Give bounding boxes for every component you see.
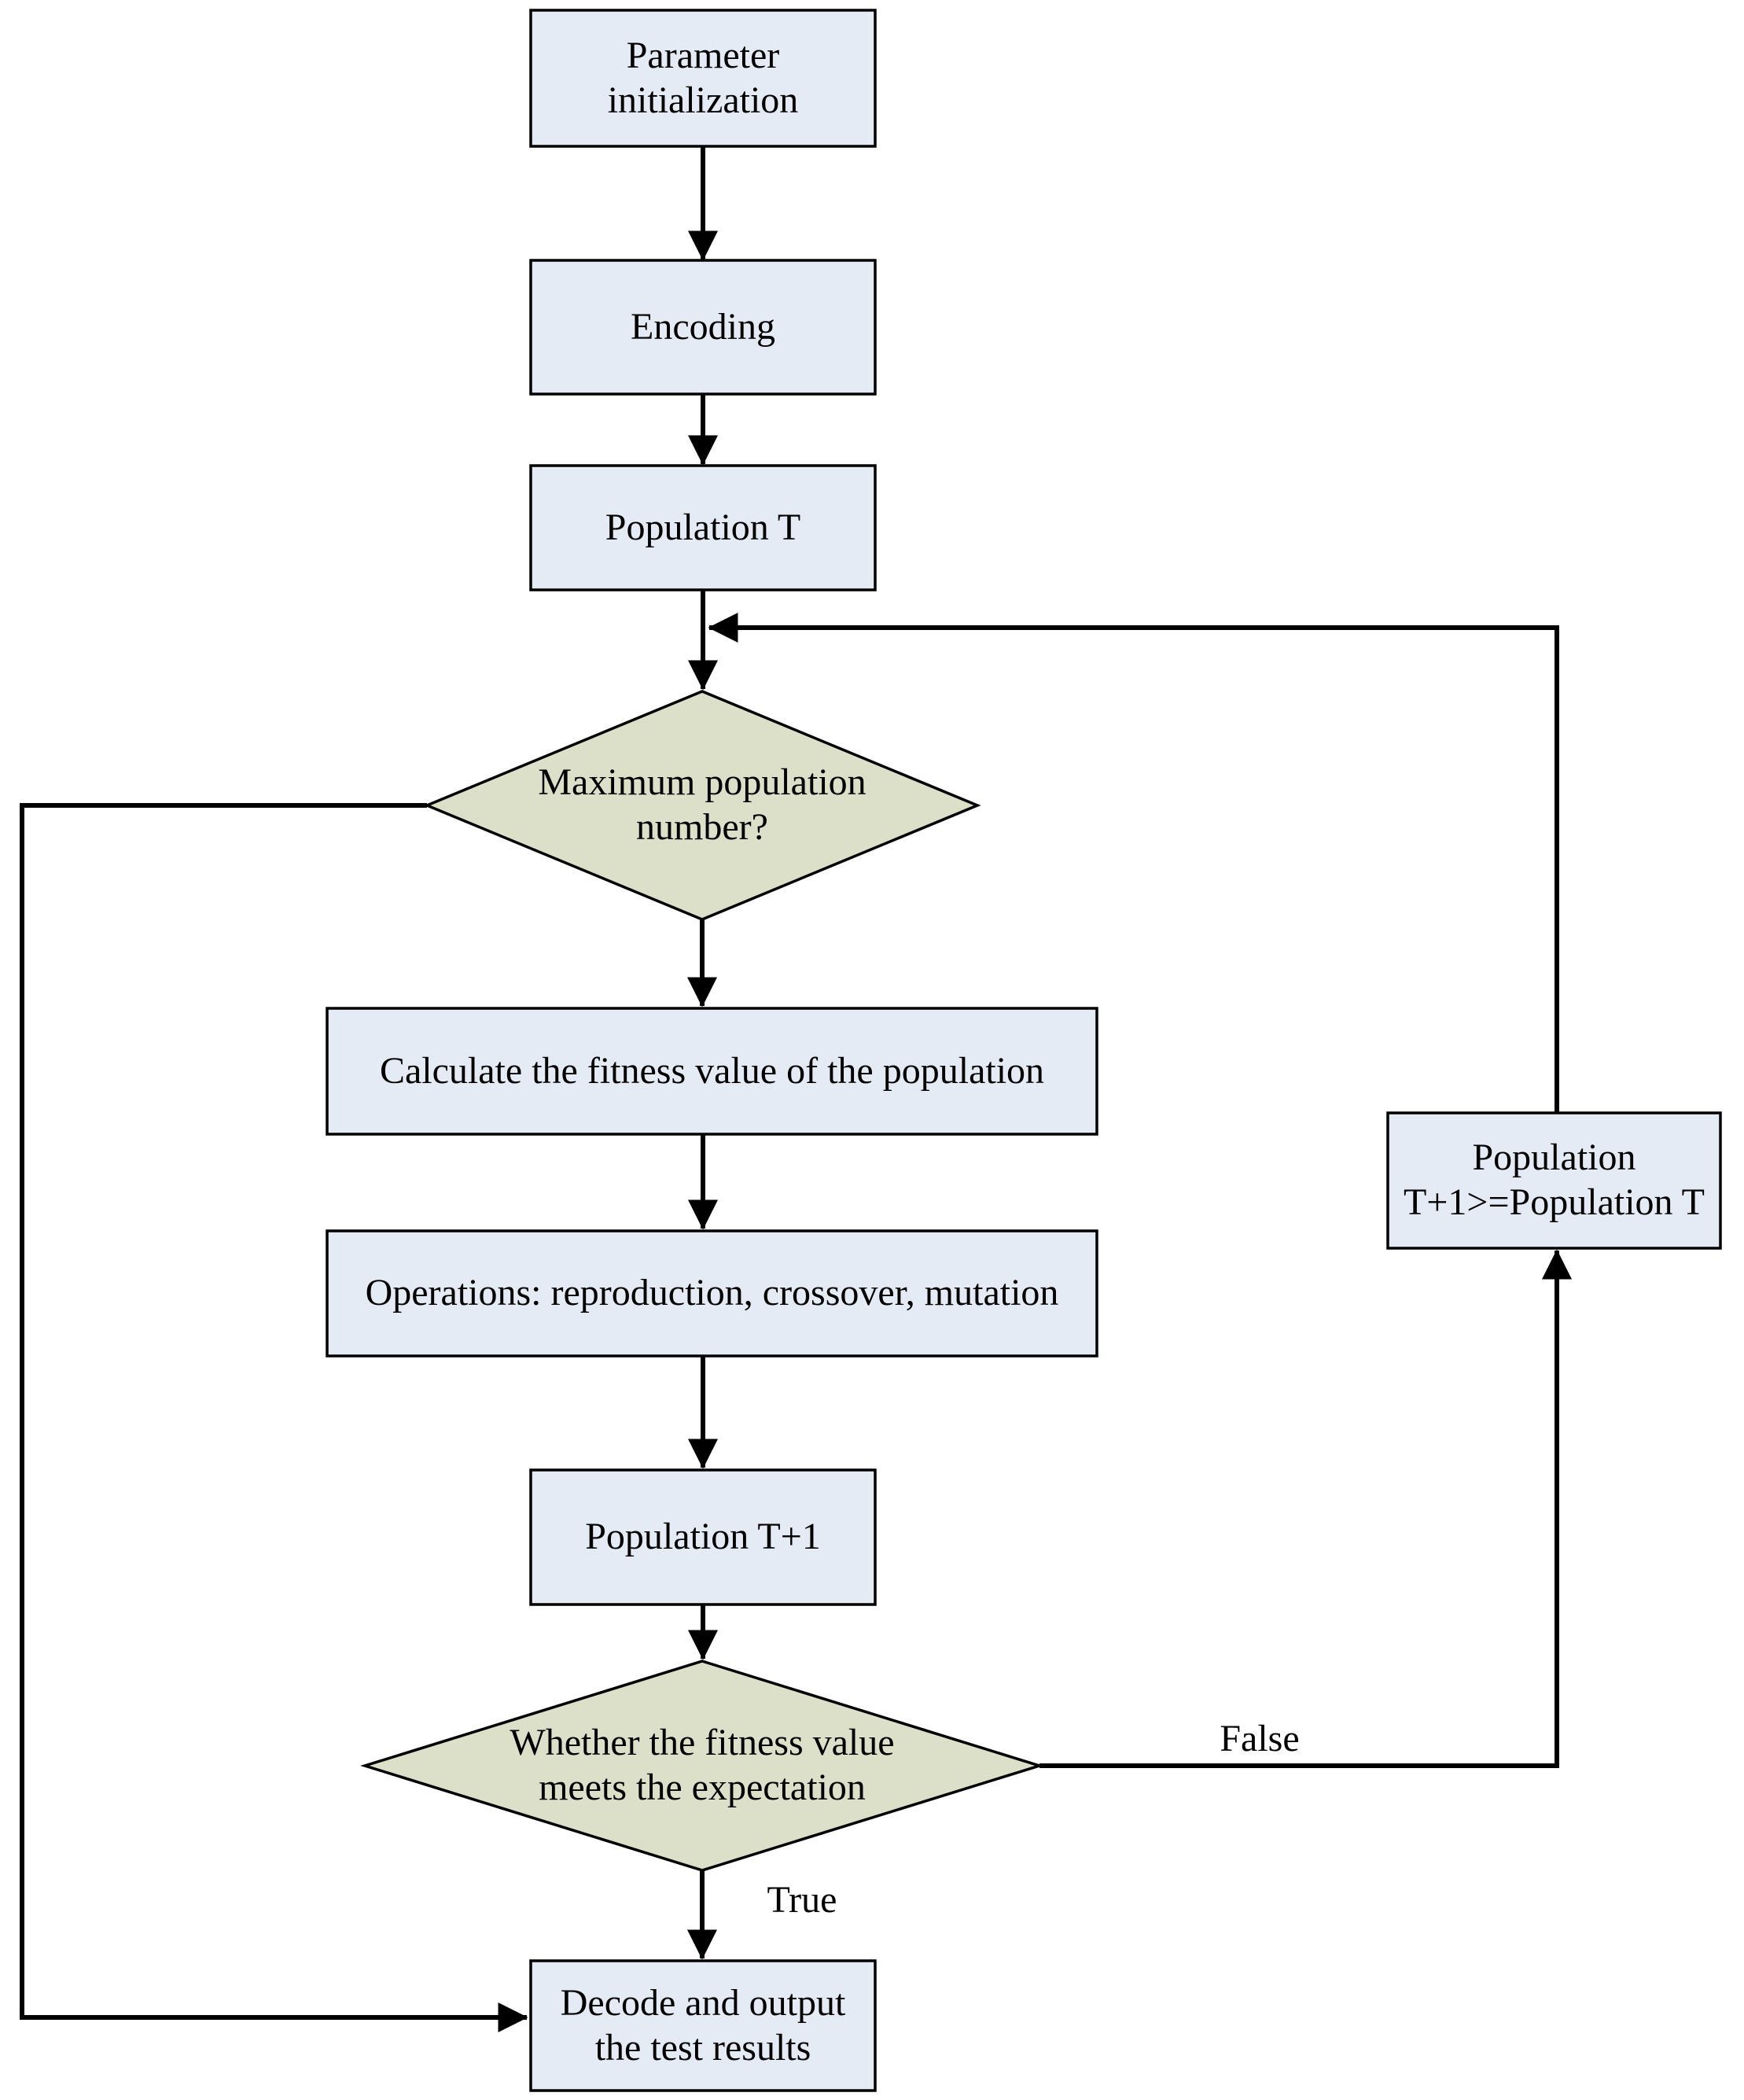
node-encoding <box>529 259 877 396</box>
node-parameter-initialization <box>529 9 877 148</box>
nodes <box>326 9 1722 2092</box>
node-fitness-check-decision <box>360 1660 1044 1872</box>
node-encoding-label: Encoding <box>631 305 775 348</box>
node-operations <box>326 1229 1098 1358</box>
branch-label-false: False <box>1220 1717 1300 1759</box>
node-population-t <box>529 464 877 591</box>
node-max-population-decision-label: Maximum population number? <box>538 761 866 848</box>
node-population-t1 <box>529 1468 877 1606</box>
node-decode-output-label: Decode and output the test results <box>560 1981 846 2069</box>
node-fitness-check-decision-label: Whether the fitness value meets the expe… <box>510 1722 895 1808</box>
node-calculate-fitness <box>326 1007 1098 1136</box>
node-calculate-fitness-label: Calculate the fitness value of the popul… <box>379 1049 1045 1092</box>
node-operations-label: Operations: reproduction, crossover, mut… <box>365 1272 1059 1314</box>
node-max-population-decision <box>423 690 981 921</box>
edge-max-check-to-decode <box>20 803 528 2032</box>
node-population-compare <box>1386 1111 1722 1250</box>
node-population-t1-label: Population T+1 <box>585 1516 821 1558</box>
node-decode-output <box>529 1959 877 2092</box>
node-population-t-label: Population T <box>605 506 801 548</box>
edges <box>20 146 1572 2032</box>
edge-fitness-check-false-to-compare <box>1039 1249 1572 1768</box>
node-parameter-initialization-label: Parameter initialization <box>607 34 799 121</box>
edge-compare-loopback <box>708 613 1559 1113</box>
branch-label-true: True <box>767 1878 837 1921</box>
node-population-compare-label: Population T+1>=Population T <box>1404 1137 1705 1223</box>
